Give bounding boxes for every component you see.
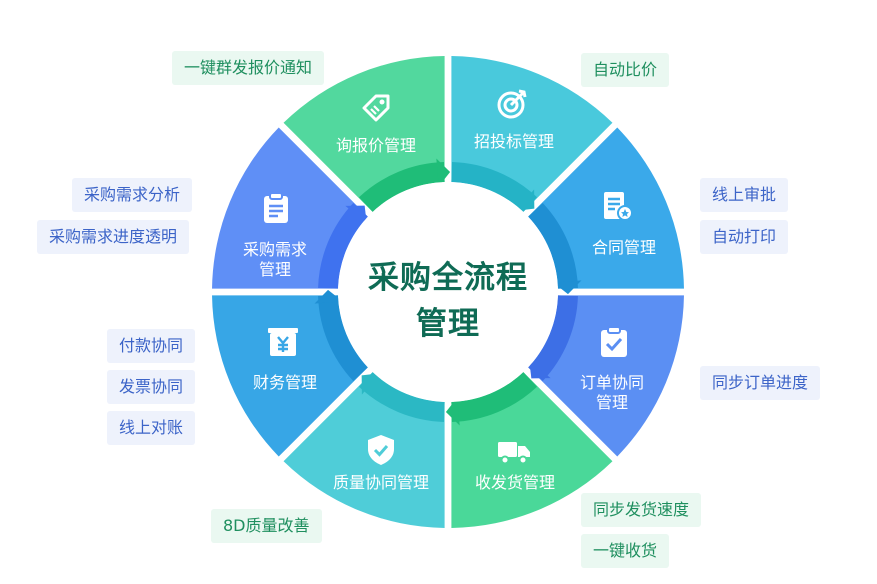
tag-finance-invoice: 发票协同 bbox=[107, 370, 196, 404]
tag-finance-payment: 付款协同 bbox=[107, 329, 196, 363]
ring-arrow-order bbox=[529, 360, 551, 379]
tag-contract-print: 自动打印 bbox=[700, 220, 789, 254]
segment-label-demand-line2: 管理 bbox=[258, 260, 292, 279]
ring-band-finance bbox=[318, 295, 368, 382]
center-disc bbox=[338, 182, 558, 402]
shield-check-icon bbox=[368, 435, 394, 465]
ring-band-quality bbox=[358, 372, 445, 422]
ring-arrow-quote bbox=[436, 158, 451, 187]
tag-finance-reconcile: 线上对账 bbox=[107, 411, 196, 445]
ring-arrow-finance bbox=[314, 289, 343, 304]
segment-label-bidding: 招投标管理 bbox=[473, 132, 555, 151]
ring-band-demand bbox=[318, 202, 368, 289]
yuan-payment-icon bbox=[268, 328, 298, 356]
tag-bidding-compare: 自动比价 bbox=[581, 53, 670, 87]
tag-demand-transparency: 采购需求进度透明 bbox=[37, 220, 190, 254]
ring-arrow-contract bbox=[553, 280, 582, 295]
ring-arrow-quality bbox=[361, 373, 380, 395]
center-title-line2: 管理 bbox=[416, 306, 480, 342]
segment-label-quality: 质量协同管理 bbox=[332, 473, 430, 492]
tag-demand-analysis: 采购需求分析 bbox=[72, 178, 193, 212]
ring-band-contract bbox=[528, 202, 578, 289]
ring-band-bidding bbox=[451, 162, 538, 212]
ring-arrow-demand bbox=[345, 205, 367, 224]
segment-label-order-line1: 订单协同 bbox=[579, 373, 645, 392]
segment-label-contract: 合同管理 bbox=[591, 238, 657, 257]
segment-label-order: 订单协同 管理 bbox=[580, 373, 644, 413]
center-title: 采购全流程 管理 bbox=[343, 255, 553, 347]
delivery-truck-icon bbox=[498, 442, 530, 465]
tag-delivery-sync: 同步发货速度 bbox=[581, 493, 702, 527]
ring-band-delivery bbox=[451, 372, 538, 422]
tag-delivery-receive: 一键收货 bbox=[581, 534, 670, 568]
ring-band-quote bbox=[358, 162, 445, 212]
segment-label-finance: 财务管理 bbox=[252, 373, 318, 392]
segment-label-delivery: 收发货管理 bbox=[474, 473, 556, 492]
ring-arrow-delivery bbox=[445, 397, 460, 426]
tag-contract-approval: 线上审批 bbox=[700, 178, 789, 212]
price-tag-icon bbox=[362, 94, 390, 122]
segment-label-order-line2: 管理 bbox=[595, 393, 629, 412]
segment-label-demand: 采购需求 管理 bbox=[243, 240, 307, 280]
clipboard-list-icon bbox=[264, 192, 288, 223]
clipboard-check-icon bbox=[601, 326, 627, 357]
tag-order-progress: 同步订单进度 bbox=[700, 366, 821, 400]
tag-quote-broadcast: 一键群发报价通知 bbox=[172, 51, 325, 85]
center-title-line1: 采购全流程 bbox=[368, 260, 528, 296]
segment-label-quote: 询报价管理 bbox=[335, 136, 417, 155]
tag-quality-8d: 8D质量改善 bbox=[211, 509, 322, 543]
segment-label-demand-line1: 采购需求 bbox=[242, 240, 308, 259]
contract-document-icon bbox=[604, 192, 633, 221]
ring-arrow-bidding bbox=[516, 189, 535, 211]
ring-band-order bbox=[528, 295, 578, 382]
target-icon bbox=[497, 89, 527, 119]
